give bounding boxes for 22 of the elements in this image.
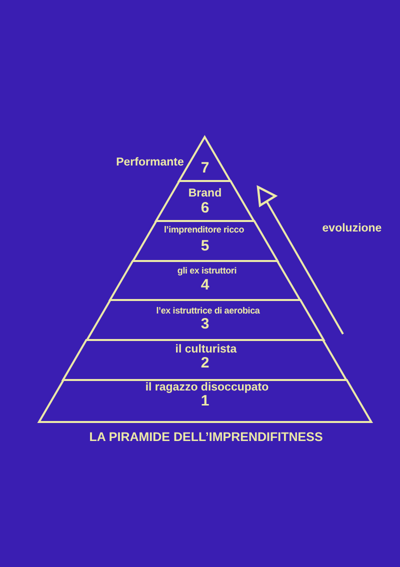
pyramid-tier [110,261,300,300]
tier-number: 7 [200,160,210,176]
direction-label: evoluzione [322,223,382,235]
tier-number: 2 [200,356,210,370]
tier-label: gli ex istruttori [177,266,237,276]
tier-number: 4 [200,278,210,292]
tier-label: Brand [188,188,222,200]
tier-number: 6 [200,200,210,215]
tier-label: l’imprenditore ricco [164,226,244,234]
tier-label: Performante [116,157,184,169]
pyramid-tier [63,340,347,380]
tier-label: il ragazzo disoccupato [145,382,269,394]
tier-number: 3 [200,316,210,331]
pyramid-tier [86,300,324,340]
pyramid-tier [156,181,254,221]
pyramid-tier [132,221,278,261]
tier-label: l’ex istruttrice di aerobica [156,306,260,315]
pyramid-tier [38,380,372,422]
tier-number: 1 [200,394,210,408]
diagram-title: LA PIRAMIDE DELL’IMPRENDIFITNESS [89,430,323,444]
tier-number: 5 [200,238,210,254]
tier-label: il culturista [175,344,237,356]
